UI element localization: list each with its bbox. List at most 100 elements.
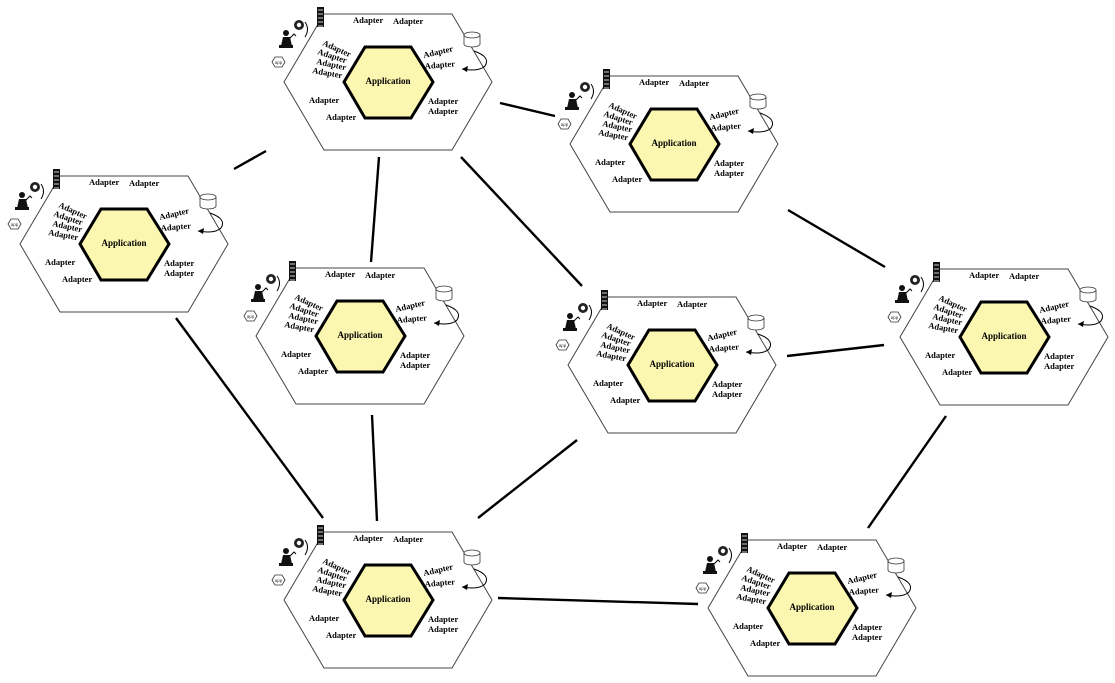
- gear-icon: [294, 538, 308, 556]
- adapter-label-10: Adapter: [712, 379, 742, 389]
- server-icon: [53, 169, 60, 189]
- connector-top-to-center-right: [460, 156, 583, 287]
- adapter-label-2: Adapter: [1009, 271, 1039, 281]
- user-icon: [251, 284, 269, 302]
- adapter-label-2: Adapter: [393, 16, 423, 26]
- adapter-label-10: Adapter: [400, 350, 430, 360]
- adapter-label-8: Adapter: [1040, 313, 1071, 326]
- application-core-hexagon[interactable]: [628, 107, 721, 182]
- adapter-label-2: Adapter: [679, 78, 709, 88]
- adapter-label-11: Adapter: [610, 395, 640, 405]
- svg-text:app: app: [275, 60, 283, 65]
- database-icon: [463, 549, 481, 566]
- server-icon: [933, 262, 940, 282]
- application-core-hexagon[interactable]: [958, 300, 1051, 375]
- adapter-label-10: Adapter: [714, 158, 744, 168]
- adapter-label-11: Adapter: [612, 174, 642, 184]
- adapter-label-12: Adapter: [712, 389, 742, 399]
- adapter-label-10: Adapter: [428, 96, 458, 106]
- adapter-label-12: Adapter: [428, 106, 458, 116]
- adapter-label-9: Adapter: [593, 378, 623, 388]
- application-core-hexagon[interactable]: [342, 45, 435, 120]
- connections-layer: [175, 101, 947, 606]
- loopback-arrow-icon: [197, 212, 224, 234]
- adapter-label-9: Adapter: [309, 613, 339, 623]
- loopback-arrow-icon: [745, 333, 772, 355]
- adapter-label-9: Adapter: [595, 157, 625, 167]
- app-badge-icon: app: [7, 218, 22, 230]
- application-core-hexagon[interactable]: [314, 299, 407, 374]
- gear-icon: [580, 82, 594, 100]
- user-icon: [563, 313, 581, 331]
- adapter-label-1: Adapter: [325, 269, 355, 279]
- loopback-arrow-icon: [433, 304, 460, 326]
- adapter-label-9: Adapter: [733, 621, 763, 631]
- svg-text:app: app: [891, 315, 899, 320]
- adapter-label-2: Adapter: [677, 299, 707, 309]
- application-label: Application: [101, 238, 146, 248]
- application-label: Application: [649, 359, 694, 369]
- adapter-label-11: Adapter: [62, 274, 92, 284]
- app-badge-icon: app: [557, 118, 572, 130]
- adapter-label-12: Adapter: [164, 268, 194, 278]
- connector-top-to-right-top: [499, 101, 556, 118]
- loopback-arrow-icon: [461, 568, 488, 590]
- gear-icon: [30, 182, 44, 200]
- adapter-label-12: Adapter: [428, 624, 458, 634]
- adapter-label-10: Adapter: [1044, 351, 1074, 361]
- user-icon: [703, 556, 721, 574]
- server-icon: [741, 533, 748, 553]
- adapter-label-1: Adapter: [969, 270, 999, 280]
- server-icon: [603, 69, 610, 89]
- adapter-label-2: Adapter: [129, 178, 159, 188]
- application-core-hexagon[interactable]: [766, 571, 859, 646]
- adapter-label-1: Adapter: [89, 177, 119, 187]
- server-icon: [289, 261, 296, 281]
- app-badge-icon: app: [271, 574, 286, 586]
- adapter-label-12: Adapter: [1044, 361, 1074, 371]
- user-icon: [279, 548, 297, 566]
- adapter-label-9: Adapter: [309, 95, 339, 105]
- connector-left-to-bottom-left: [175, 317, 324, 519]
- server-icon: [317, 7, 324, 27]
- gear-icon: [718, 546, 732, 564]
- application-label: Application: [365, 594, 410, 604]
- svg-text:app: app: [275, 578, 283, 583]
- database-icon: [435, 285, 453, 302]
- svg-text:app: app: [699, 586, 707, 591]
- adapter-label-8: Adapter: [160, 220, 191, 233]
- adapter-label-1: Adapter: [639, 77, 669, 87]
- connector-center-right-to-right: [786, 343, 885, 358]
- adapter-label-12: Adapter: [852, 632, 882, 642]
- app-badge-icon: app: [695, 582, 710, 594]
- application-label: Application: [337, 330, 382, 340]
- adapter-label-1: Adapter: [353, 15, 383, 25]
- adapter-label-9: Adapter: [45, 257, 75, 267]
- application-core-hexagon[interactable]: [78, 207, 171, 282]
- application-label: Application: [651, 138, 696, 148]
- adapter-label-8: Adapter: [424, 58, 455, 71]
- user-icon: [15, 192, 33, 210]
- application-core-hexagon[interactable]: [626, 328, 719, 403]
- adapter-label-8: Adapter: [396, 312, 427, 325]
- server-icon: [601, 290, 608, 310]
- adapter-label-2: Adapter: [393, 534, 423, 544]
- adapter-label-11: Adapter: [326, 630, 356, 640]
- svg-text:app: app: [11, 222, 19, 227]
- connector-center-left-to-bottom-left: [370, 414, 379, 522]
- application-core-hexagon[interactable]: [342, 563, 435, 638]
- connector-center-right-to-bottom-left: [477, 439, 578, 519]
- application-label: Application: [981, 331, 1026, 341]
- loopback-arrow-icon: [1077, 305, 1104, 327]
- database-icon: [199, 193, 217, 210]
